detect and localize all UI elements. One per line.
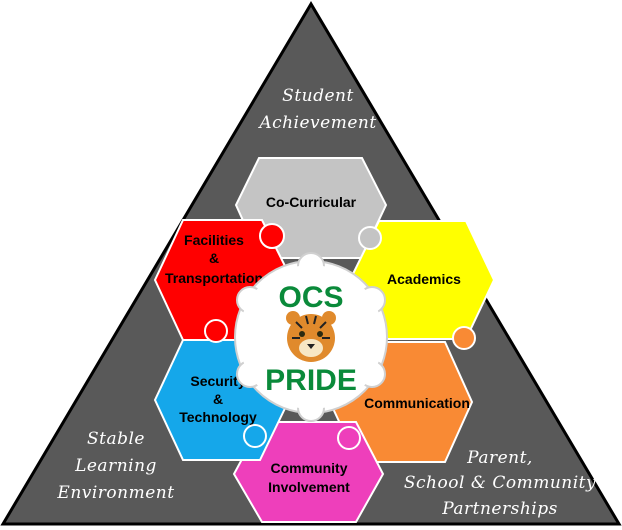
puzzle-tab	[358, 226, 382, 250]
tiger-face-icon	[286, 311, 336, 362]
corner-right-line2: School & Community	[404, 473, 596, 493]
corner-top-line1: Student	[282, 86, 354, 106]
puzzle-tab	[337, 426, 361, 450]
center-piece: OCS PRIDE	[234, 252, 388, 422]
corner-left-line1: Stable	[87, 429, 145, 449]
puzzle-tab	[452, 326, 476, 350]
center-top-text: OCS	[278, 281, 343, 314]
community-label-line1: Community	[271, 460, 348, 476]
co-curricular-label: Co-Curricular	[266, 194, 357, 210]
corner-left-line3: Environment	[56, 483, 174, 503]
community-label-line2: Involvement	[268, 479, 350, 495]
puzzle-tab	[259, 223, 285, 249]
security-label-line3: Technology	[179, 409, 257, 425]
facilities-label-line2: &	[209, 250, 219, 266]
corner-right-line3: Partnerships	[441, 499, 558, 519]
corner-right-line1: Parent,	[466, 448, 533, 468]
security-label-line2: &	[213, 391, 223, 407]
puzzle-tab	[243, 424, 267, 448]
communication-label: Communication	[364, 395, 470, 411]
facilities-label-line1: Facilities	[184, 232, 244, 248]
corner-top-line2: Achievement	[257, 113, 376, 133]
corner-left-line2: Learning	[74, 456, 157, 476]
center-bottom-text: PRIDE	[265, 364, 357, 397]
facilities-label-line3: Transportation	[165, 270, 263, 286]
security-label-line1: Security	[190, 373, 245, 389]
academics-label: Academics	[387, 271, 461, 287]
puzzle-tab	[204, 319, 228, 343]
